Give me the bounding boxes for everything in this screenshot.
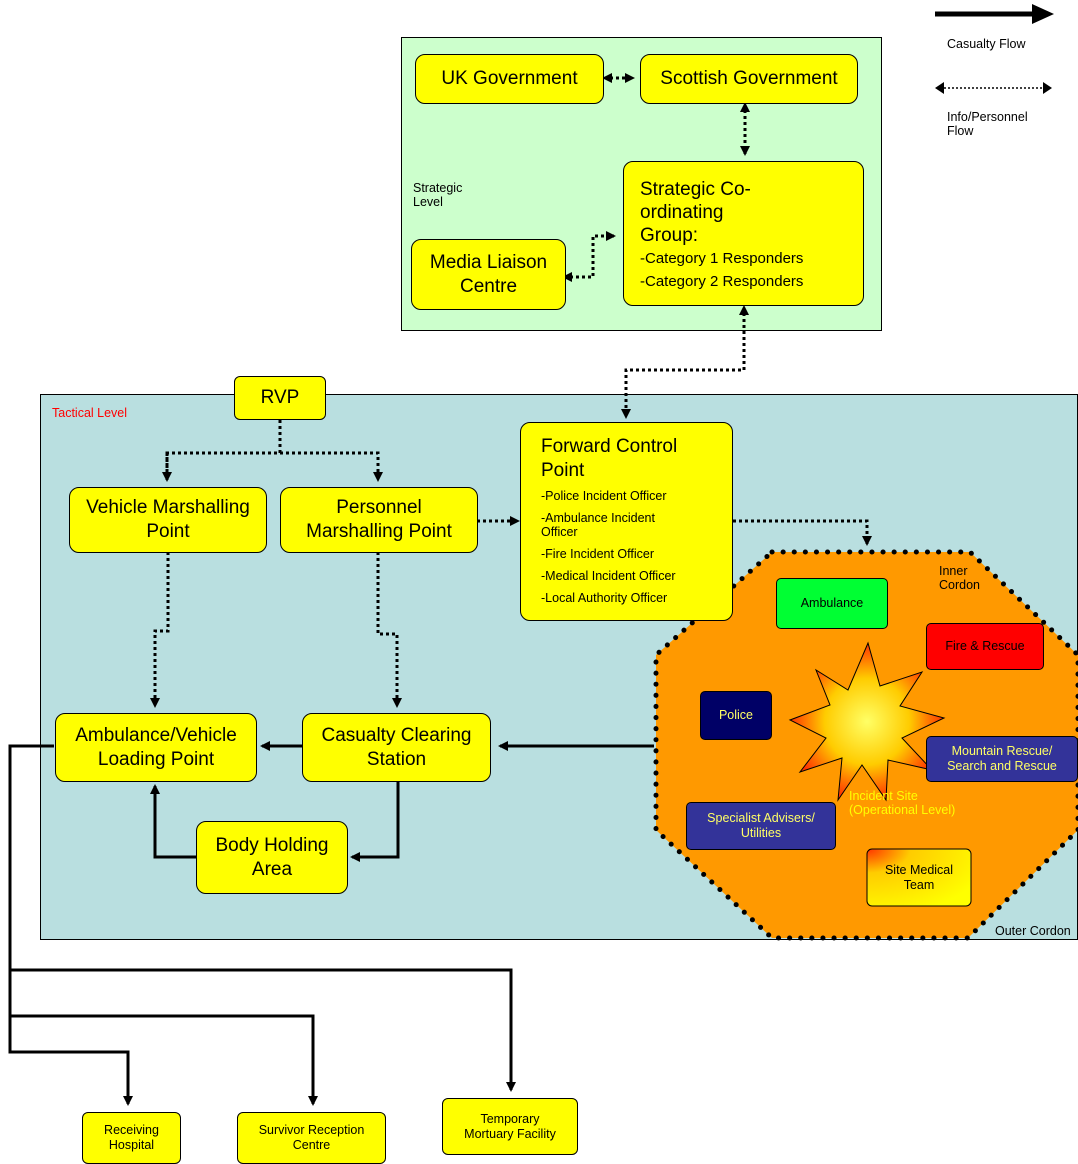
mountain-rescue-unit: Mountain Rescue/ Search and Rescue xyxy=(926,736,1078,782)
fcp-inner-cordon-flow xyxy=(733,519,872,546)
casualty-flow-legend-arrow xyxy=(935,4,1054,24)
fcp-member: Ambulance Incident Officer xyxy=(541,511,691,539)
site-medical-team-unit: Site Medical Team xyxy=(884,862,954,892)
strategic-coordinating-group-box: Strategic Co-ordinating Group: Category … xyxy=(623,161,864,306)
scg-member: Category 2 Responders xyxy=(640,270,863,293)
rvp-marshalling-flow xyxy=(165,420,282,480)
strategic-level-label: Strategic Level xyxy=(413,181,463,209)
forward-control-point-box: Forward Control Point Police Incident Of… xyxy=(520,422,733,621)
rvp-box: RVP xyxy=(234,376,326,420)
fire-rescue-unit: Fire & Rescue xyxy=(926,623,1044,670)
receiving-hospital-box: Receiving Hospital xyxy=(82,1112,181,1164)
police-unit: Police xyxy=(700,691,772,740)
loading-destinations-flow xyxy=(8,744,133,1106)
inner-cordon-label: Inner Cordon xyxy=(939,564,980,592)
ambulance-unit: Ambulance xyxy=(776,578,888,629)
personnel-marshalling-point-box: Personnel Marshalling Point xyxy=(280,487,478,553)
body-loading-flow xyxy=(150,784,196,859)
vehicle-marshalling-point-box: Vehicle Marshalling Point xyxy=(69,487,267,553)
fcp-member: Fire Incident Officer xyxy=(541,547,732,561)
explosion-icon xyxy=(788,641,946,802)
fcp-member: Medical Incident Officer xyxy=(541,569,732,583)
fcp-member: Local Authority Officer xyxy=(541,591,732,605)
casualty-flow-legend-label: Casualty Flow xyxy=(947,37,1026,51)
site-medical-team-bg xyxy=(866,848,972,907)
scg-fcp-link xyxy=(621,305,749,419)
personnel-ccs-flow xyxy=(376,552,402,708)
ccs-body-flow xyxy=(350,781,400,862)
info-flow-legend-arrow xyxy=(935,82,1052,94)
outer-cordon-label: Outer Cordon xyxy=(995,924,1071,938)
media-liaison-centre-box: Media Liaison Centre xyxy=(411,239,566,310)
specialist-advisers-unit: Specialist Advisers/ Utilities xyxy=(686,802,836,850)
scg-title: Strategic Co-ordinating Group: xyxy=(640,179,751,246)
tactical-level-label: Tactical Level xyxy=(52,406,128,420)
temporary-mortuary-facility-box: Temporary Mortuary Facility xyxy=(442,1098,578,1155)
body-holding-area-box: Body Holding Area xyxy=(196,821,348,894)
uk-government-box: UK Government xyxy=(415,54,604,104)
ambulance-vehicle-loading-point-box: Ambulance/Vehicle Loading Point xyxy=(55,713,257,782)
vehicle-loading-flow xyxy=(150,552,170,708)
incident-site-label: Incident Site (Operational Level) xyxy=(849,789,956,817)
scottish-government-box: Scottish Government xyxy=(640,54,858,104)
survivor-reception-centre-box: Survivor Reception Centre xyxy=(237,1112,386,1164)
casualty-clearing-station-box: Casualty Clearing Station xyxy=(302,713,491,782)
fcp-member: Police Incident Officer xyxy=(541,489,732,503)
info-flow-legend-label: Info/Personnel Flow xyxy=(947,110,1028,138)
scg-member: Category 1 Responders xyxy=(640,247,863,270)
media-scg-link xyxy=(562,231,616,282)
fcp-title: Forward Control Point xyxy=(541,436,678,481)
